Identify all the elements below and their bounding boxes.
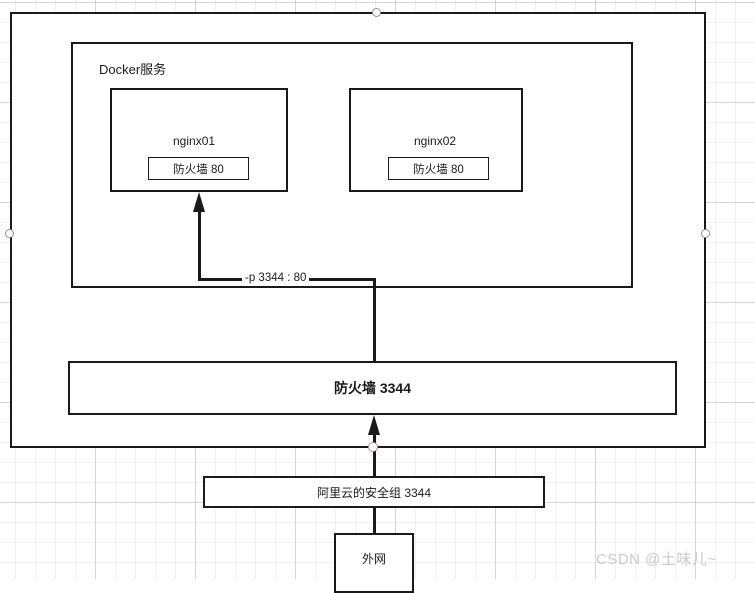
nginx01-container-box[interactable] <box>110 88 288 192</box>
selection-handle-right[interactable] <box>701 229 710 238</box>
selection-handle-left[interactable] <box>5 229 14 238</box>
port-mapping-connector-segment-vertical-right[interactable] <box>373 278 376 363</box>
selection-handle-top[interactable] <box>372 8 381 17</box>
security-group-label: 阿里云的安全组 3344 <box>316 485 432 500</box>
nginx01-firewall-port-box[interactable]: 防火墙 80 <box>148 157 249 180</box>
external-network-label: 外网 <box>361 551 386 566</box>
host-firewall-box[interactable]: 防火墙 3344 <box>68 361 677 415</box>
nginx01-firewall-port-label: 防火墙 80 <box>173 163 224 176</box>
external-network-box[interactable]: 外网 <box>334 533 414 593</box>
nginx02-firewall-port-box[interactable]: 防火墙 80 <box>388 157 489 180</box>
port-mapping-arrowhead-icon <box>193 192 205 212</box>
connector-endpoint-handle[interactable] <box>368 442 378 452</box>
nginx02-firewall-port-label: 防火墙 80 <box>413 163 464 176</box>
nginx01-label: nginx01 <box>173 134 216 148</box>
nginx02-label: nginx02 <box>414 134 457 148</box>
security-group-arrowhead-icon <box>368 415 380 435</box>
port-mapping-connector-segment-vertical-left[interactable] <box>198 212 201 280</box>
watermark: CSDN @土味儿~ <box>596 551 717 568</box>
external-network-connector[interactable] <box>373 508 376 534</box>
security-group-box[interactable]: 阿里云的安全组 3344 <box>203 476 545 508</box>
security-group-connector[interactable] <box>373 434 376 476</box>
docker-service-label: Docker服务 <box>99 62 167 77</box>
port-mapping-label: -p 3344 : 80 <box>242 272 310 286</box>
host-firewall-label: 防火墙 3344 <box>333 380 412 396</box>
